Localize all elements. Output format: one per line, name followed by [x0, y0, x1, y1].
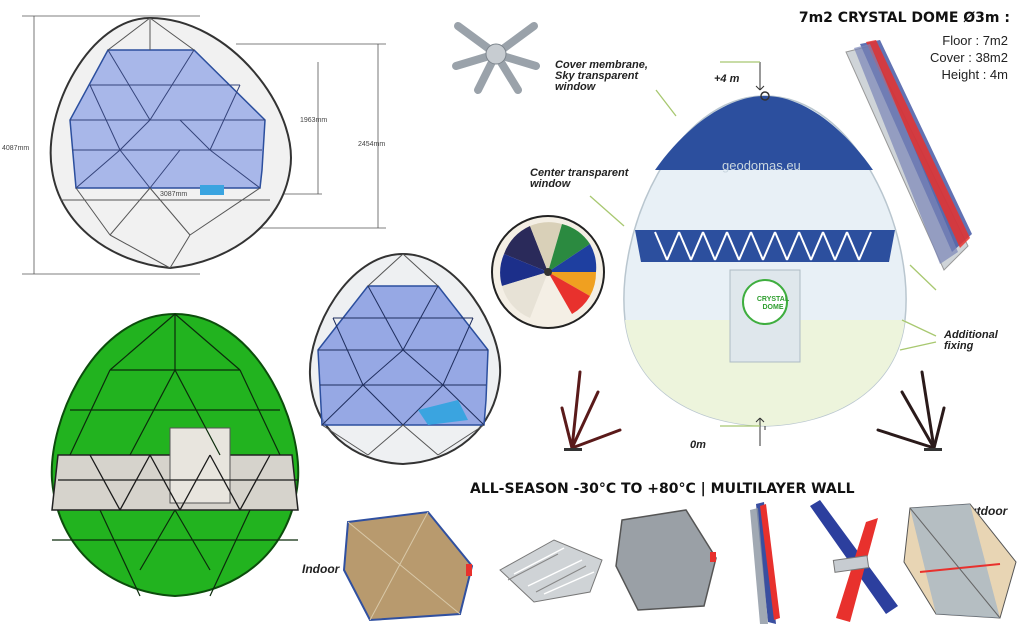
- spec-title: 7m2 CRYSTAL DOME Ø3m :: [798, 10, 1010, 26]
- window-height-label: 1963mm: [300, 117, 327, 124]
- dimension-drawing: 4087mm 1963mm 2454mm: [2, 15, 386, 275]
- connector-exploded-view: [810, 500, 898, 622]
- spec-list: Floor : 7m2 Cover : 38m2 Height : 4m: [930, 32, 1008, 83]
- width-label: 3087mm: [160, 191, 187, 198]
- crystal-dome-logo: CRYSTAL DOME: [756, 296, 790, 311]
- outdoor-panel: [903, 503, 1017, 619]
- upper-height-label: 2454mm: [358, 141, 385, 148]
- layer-stack-cross-section: [750, 502, 780, 624]
- connector-hub-icon: [452, 22, 540, 94]
- egg-wireframe: [49, 16, 292, 270]
- indoor-label: Indoor: [302, 562, 340, 576]
- left-anchor-stake-icon: [560, 370, 622, 451]
- height-markers: [720, 61, 765, 446]
- green-dome-render: [50, 312, 300, 598]
- membrane-color-swatch: [491, 215, 605, 329]
- callout-arrows: [589, 89, 937, 351]
- ground-level-label: 0m: [690, 439, 706, 451]
- layered-panel-top-right: [845, 40, 972, 271]
- right-anchor-stake-icon: [876, 370, 946, 451]
- cover-membrane-callout: Cover membrane, Sky transparent window: [555, 59, 648, 93]
- layer-foil-roll: [499, 539, 603, 603]
- blue-dome-render: [308, 252, 502, 466]
- additional-fixing-callout: Additional fixing: [944, 329, 998, 352]
- layer-insulation-panel: [342, 510, 474, 622]
- spec-floor: Floor : 7m2: [942, 33, 1008, 48]
- overall-height-label: 4087mm: [2, 145, 29, 152]
- membrane-dome-render: [623, 91, 907, 430]
- multilayer-banner: ALL-SEASON -30°C TO +80°C | MULTILAYER W…: [470, 481, 855, 497]
- watermark-text: geodomas.eu: [722, 158, 801, 173]
- spec-height: Height : 4m: [941, 67, 1008, 82]
- spec-cover: Cover : 38m2: [929, 50, 1008, 65]
- top-level-label: +4 m: [714, 73, 740, 85]
- layer-honeycomb-panel: [615, 509, 717, 611]
- center-window-callout: Center transparent window: [530, 167, 629, 190]
